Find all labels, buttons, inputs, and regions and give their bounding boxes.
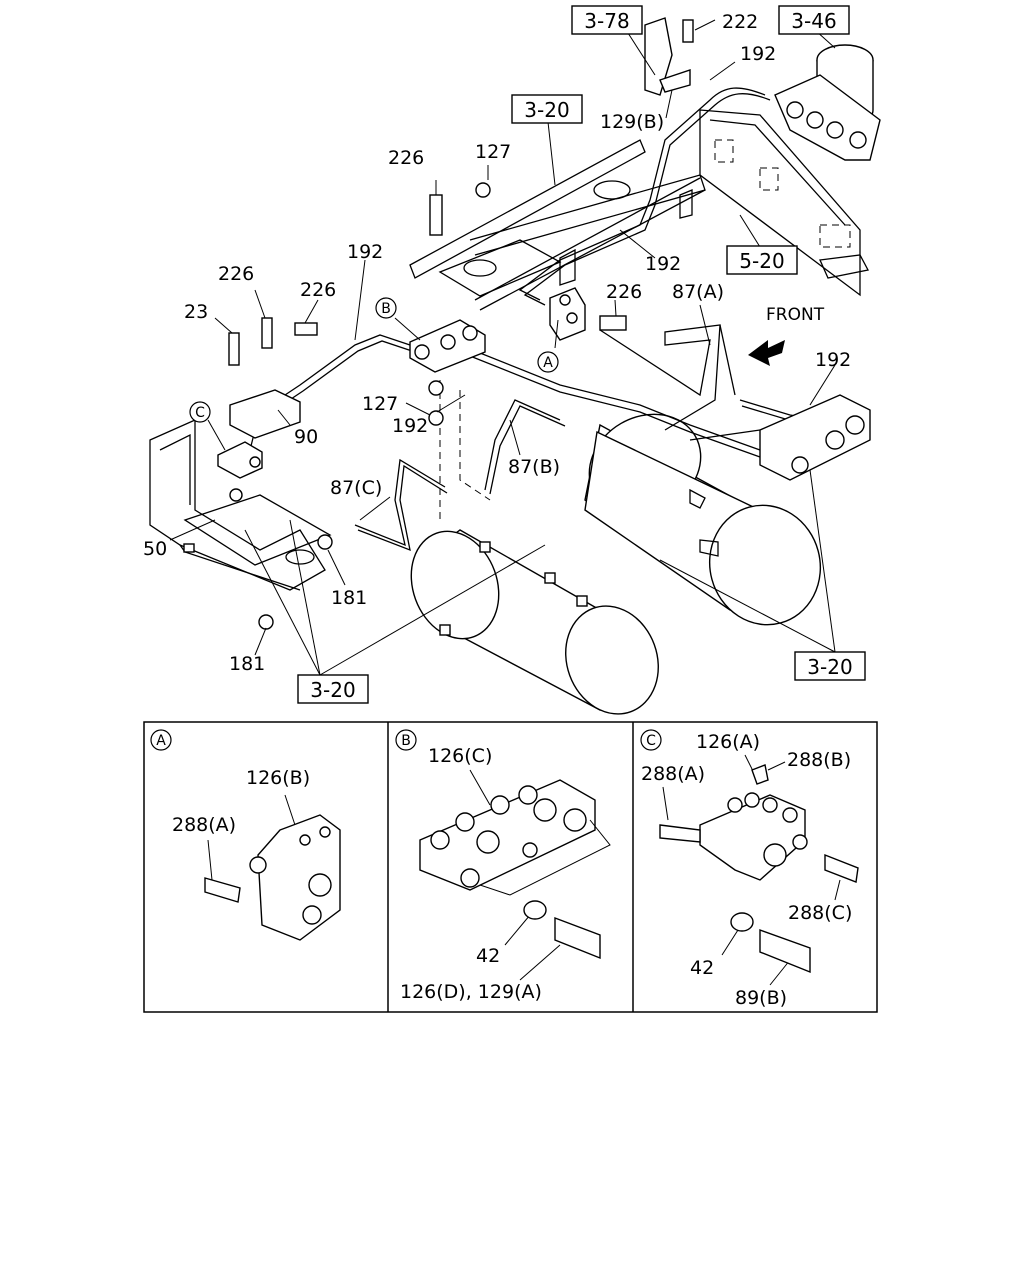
frame-side-bracket-right [699, 109, 869, 297]
detail-b-label-42: 42 [476, 945, 500, 967]
label-222: 222 [722, 11, 758, 33]
svg-text:B: B [381, 301, 391, 317]
svg-text:5-20: 5-20 [739, 249, 784, 273]
detail-a: A 126(B) 288(A) [150, 729, 341, 941]
label-226-c: 226 [300, 279, 336, 301]
pipes [249, 87, 823, 552]
label-129b: 129(B) [600, 111, 664, 133]
frame-crossmember-upper [409, 139, 706, 311]
detail-c-label-288c: 288(C) [788, 902, 852, 924]
marker-b[interactable]: B [375, 297, 397, 319]
label-181-b: 181 [229, 653, 265, 675]
valve-block-a-detail [204, 814, 341, 941]
label-226-b: 226 [218, 263, 254, 285]
valve-block-c [217, 441, 263, 502]
label-226-a: 226 [388, 147, 424, 169]
label-192-c: 192 [645, 253, 681, 275]
detail-b-label-126c: 126(C) [428, 745, 492, 767]
air-tank-large [584, 413, 822, 626]
svg-text:3-20: 3-20 [524, 98, 569, 122]
detail-c-label-126a: 126(A) [696, 731, 760, 753]
ref-box-3-20-top[interactable]: 3-20 [511, 94, 583, 124]
valve-block-b-detail [419, 779, 611, 960]
leader-lines [169, 19, 836, 676]
valve-block-a [549, 287, 586, 341]
label-192-top: 192 [740, 43, 776, 65]
label-192-b: 192 [347, 241, 383, 263]
detail-b-label-126d-129a: 126(D), 129(A) [400, 981, 542, 1003]
svg-text:3-20: 3-20 [310, 678, 355, 702]
bracket-378 [644, 17, 694, 96]
detail-c-label-288b: 288(B) [787, 749, 851, 771]
detail-c-marker: C [640, 729, 662, 751]
svg-text:A: A [543, 355, 553, 371]
detail-a-label-288a: 288(A) [172, 814, 236, 836]
label-87c: 87(C) [330, 477, 382, 499]
detail-panels-frame [143, 721, 878, 1013]
label-23: 23 [184, 301, 208, 323]
front-label: FRONT [766, 305, 825, 325]
svg-text:C: C [646, 733, 656, 749]
marker-a[interactable]: A [537, 351, 559, 373]
detail-c-label-42: 42 [690, 957, 714, 979]
svg-text:B: B [401, 733, 411, 749]
air-tank-small [410, 529, 659, 715]
label-127-b: 127 [362, 393, 398, 415]
detail-b-marker: B [395, 729, 417, 751]
detail-c: C 126(A) 288(B) 288(A) 288(C) 42 89(B) [640, 729, 859, 1009]
label-87b: 87(B) [508, 456, 560, 478]
detail-a-label-126b: 126(B) [246, 767, 310, 789]
svg-text:3-78: 3-78 [584, 9, 629, 33]
label-127-a: 127 [475, 141, 511, 163]
ref-box-3-46[interactable]: 3-46 [778, 5, 850, 35]
label-87a: 87(A) [672, 281, 724, 303]
ref-box-5-20[interactable]: 5-20 [726, 245, 798, 275]
svg-text:C: C [195, 405, 205, 421]
bolts [228, 182, 627, 630]
manifold-right [689, 394, 871, 481]
marker-c[interactable]: C [189, 401, 211, 423]
label-192-e: 192 [392, 415, 428, 437]
frame-crossmember-left [149, 418, 332, 591]
detail-c-label-288a: 288(A) [641, 763, 705, 785]
detail-c-label-89b: 89(B) [735, 987, 787, 1009]
air-dryer [774, 44, 881, 161]
valve-block-b [409, 319, 486, 396]
svg-text:3-46: 3-46 [791, 9, 836, 33]
label-90: 90 [294, 426, 318, 448]
front-arrow-icon [748, 340, 785, 366]
label-50: 50 [143, 538, 167, 560]
svg-text:A: A [156, 733, 166, 749]
detail-b: B 126(C) 42 126(D), 129(A) [395, 729, 611, 1003]
bracket-90 [229, 389, 301, 439]
detail-a-marker: A [150, 729, 172, 751]
ref-box-3-20-right[interactable]: 3-20 [794, 651, 866, 681]
label-226-d: 226 [606, 281, 642, 303]
valve-block-c-detail [659, 764, 859, 974]
svg-text:3-20: 3-20 [807, 655, 852, 679]
label-181-a: 181 [331, 587, 367, 609]
label-192-d: 192 [815, 349, 851, 371]
ref-box-3-20-bottom[interactable]: 3-20 [297, 674, 369, 704]
ref-box-3-78[interactable]: 3-78 [571, 5, 643, 35]
